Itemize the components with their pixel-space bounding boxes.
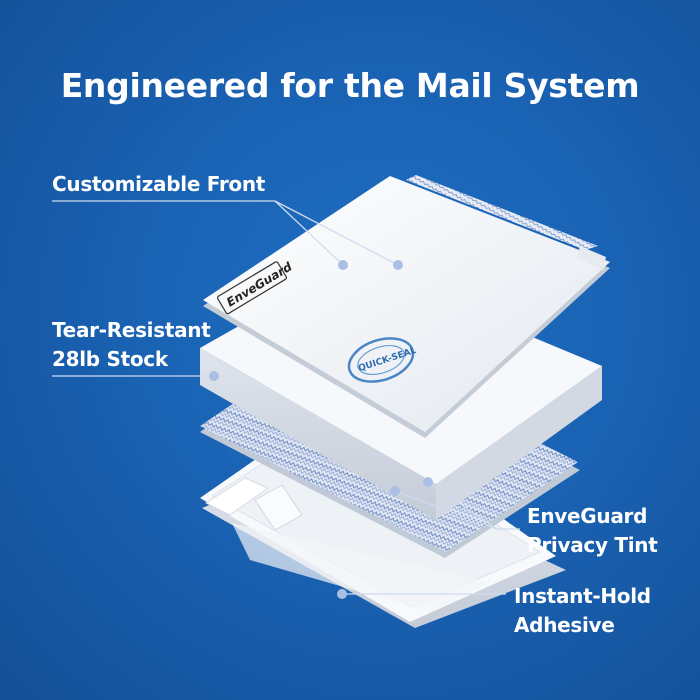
callout-line-front-2 xyxy=(274,200,399,266)
callout-tear-resistant: Tear-Resistant 28lb Stock xyxy=(52,316,211,374)
page-headline: Engineered for the Mail System xyxy=(60,66,640,105)
callout-text: Tear-Resistant xyxy=(52,318,211,342)
callout-privacy-tint: EnveGuard Privacy Tint xyxy=(527,502,658,560)
callout-text: Customizable Front xyxy=(52,172,266,196)
callout-dots xyxy=(209,260,433,599)
callout-dot xyxy=(209,371,219,381)
callout-text: Instant-Hold xyxy=(514,584,651,608)
callout-adhesive: Instant-Hold Adhesive xyxy=(514,582,651,640)
callout-dot xyxy=(390,486,400,496)
callout-lines xyxy=(52,200,520,595)
callout-dot xyxy=(423,477,433,487)
callout-dot xyxy=(337,589,347,599)
callout-text: Adhesive xyxy=(514,613,615,637)
callout-customizable-front: Customizable Front xyxy=(52,170,265,199)
callout-dot xyxy=(393,260,403,270)
callout-text: 28lb Stock xyxy=(52,347,168,371)
callout-line-tint-2 xyxy=(427,481,498,530)
callout-text: EnveGuard xyxy=(527,504,648,528)
callout-dot xyxy=(338,260,348,270)
callout-text: Privacy Tint xyxy=(527,533,658,557)
front-layer: EnveGuard QUICK-SEAL xyxy=(203,175,610,438)
